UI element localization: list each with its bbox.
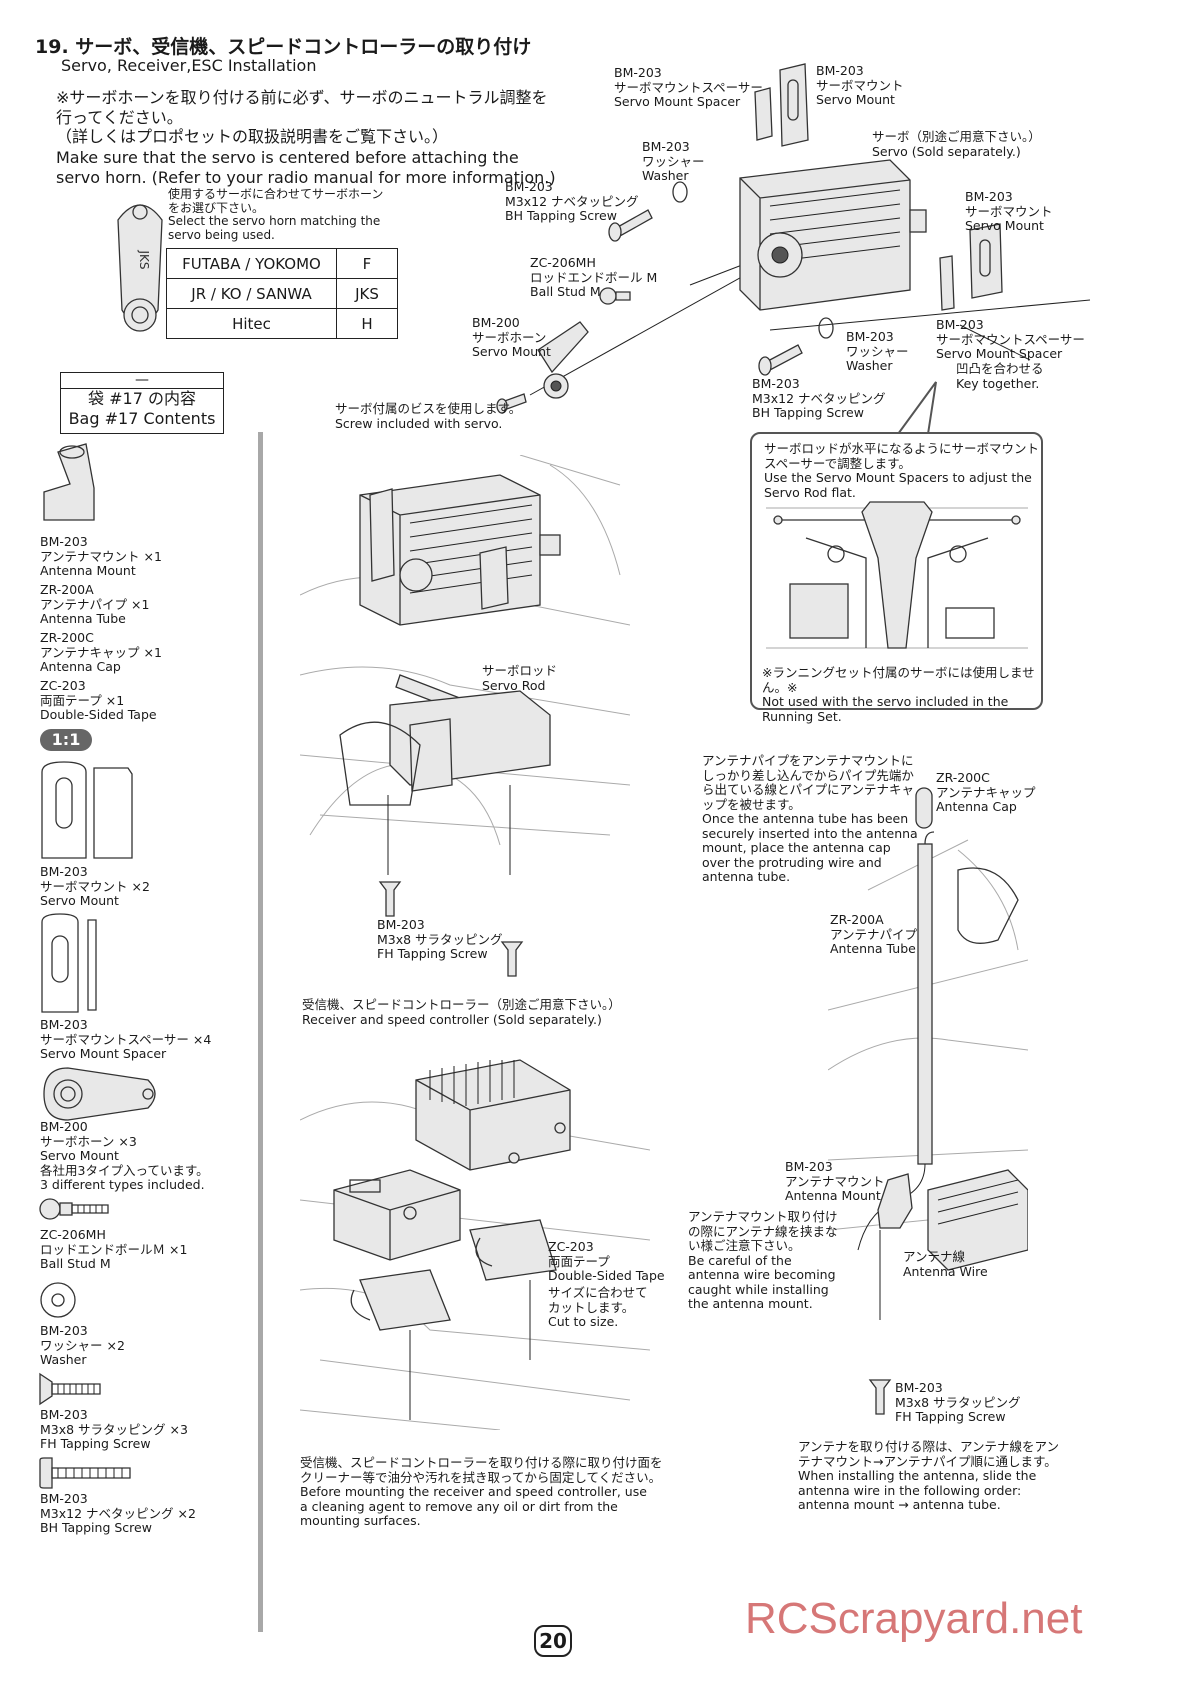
antenna-instruction: アンテナパイプをアンテナマウントに しっかり差し込んでからパイプ先端か ら出てい… (702, 753, 918, 884)
key-together-label: 凹凸を合わせる Key together. (956, 361, 1044, 391)
bag-part-label: BM-203 M3x12 ナベタッピング ×2 BH Tapping Screw (40, 1491, 196, 1535)
chassis-servo-diagram (300, 455, 630, 875)
bag-part-label: ZC-206MH ロッドエンドボールＭ ×1 Ball Stud M (40, 1227, 188, 1271)
watermark: RCScrapyard.net (745, 1594, 1083, 1643)
horn-select-text: 使用するサーボに合わせてサーボホーン をお選び下さい。 Select the s… (168, 187, 384, 242)
bag-dash: — (61, 373, 223, 389)
horn-type: JKS (336, 278, 398, 309)
page-number: 20 (534, 1625, 572, 1657)
bag-part-label: BM-203 サーボマウント ×2 Servo Mount (40, 864, 150, 908)
section-subtitle: Servo, Receiver,ESC Installation (61, 56, 317, 75)
screw-bottom-label: BM-203 M3x12 ナベタッピング BH Tapping Screw (752, 376, 886, 420)
bag-part-label: BM-203 サーボマウントスペーサー ×4 Servo Mount Space… (40, 1017, 212, 1061)
scale-badge: 1:1 (40, 729, 92, 751)
servo-exploded-diagram (496, 63, 1091, 414)
washer-bottom-label: BM-203 ワッシャー Washer (846, 329, 909, 373)
horn-label: BM-200 サーボホーン Servo Mount (472, 315, 551, 359)
horn-screw-label: サーボ付属のビスを使用します。 Screw included with serv… (335, 401, 522, 431)
antenna-cap-icon (915, 787, 933, 829)
servo-horn-illustration: JKS (117, 204, 163, 332)
receiver-note: 受信機、スピードコントローラーを取り付ける際に取り付け面を クリーナー等で油分や… (300, 1455, 663, 1528)
receiver-title: 受信機、スピードコントローラー（別途ご用意下さい。） Receiver and … (302, 997, 621, 1027)
horn-brand: JR / KO / SANWA (166, 278, 337, 309)
horn-type: F (336, 248, 398, 279)
washer-top-label: BM-203 ワッシャー Washer (642, 139, 705, 183)
fh-screw-icon (500, 941, 524, 977)
antenna-wire-label: アンテナ線 Antenna Wire (903, 1249, 988, 1279)
antenna-tube-label: ZR-200A アンテナパイプ Antenna Tube (830, 912, 918, 956)
ball-stud-label: ZC-206MH ロッドエンドボール M Ball Stud M (530, 255, 658, 299)
servo-rod-callout: サーボロッドが水平になるようにサーボマウント スペーサーで調整します。 Use … (750, 432, 1043, 723)
spacer-top-label: BM-203 サーボマウントスペーサー Servo Mount Spacer (614, 65, 763, 109)
bag-part-label: BM-200 サーボホーン ×3 Servo Mount 各社用3タイプ入ってい… (40, 1119, 209, 1192)
ball-stud-part-icon (39, 1198, 109, 1220)
neutral-note-en: Make sure that the servo is centered bef… (56, 148, 556, 187)
column-divider (258, 432, 263, 1632)
bag-title-en: Bag #17 Contents (68, 409, 216, 428)
bag-part-label: BM-203 ワッシャー ×2 Washer (40, 1323, 125, 1367)
horn-type: H (336, 308, 398, 339)
receiver-esc-diagram (300, 1059, 650, 1430)
mount-right-label: BM-203 サーボマウント Servo Mount (965, 189, 1053, 233)
antenna-careful-note: アンテナマウント取り付け の際にアンテナ線を挟まな い様ご注意下さい。 Be c… (688, 1209, 838, 1311)
bag-part-label: ZR-200C アンテナキャップ ×1 Antenna Cap (40, 630, 162, 674)
bag-part-label: ZR-200A アンテナパイプ ×1 Antenna Tube (40, 582, 150, 626)
antenna-bottom-note: アンテナを取り付ける際は、アンテナ線をアン テナマウント→アンテナパイプ順に通し… (798, 1439, 1060, 1512)
neutral-note-jp: ※サーボホーンを取り付ける前に必ず、サーボのニュートラル調整を 行ってください。… (56, 88, 548, 146)
bag-part-label: BM-203 M3x8 サラタッピング ×3 FH Tapping Screw (40, 1407, 188, 1451)
horn-jks-label: JKS (137, 249, 151, 269)
fh-screw-label: BM-203 M3x8 サラタッピング FH Tapping Screw (377, 917, 503, 961)
fh-screw-part-icon (39, 1372, 101, 1406)
servo-mount-part-icon (41, 761, 133, 859)
screw-top-label: BM-203 M3x12 ナベタッピング BH Tapping Screw (505, 179, 639, 223)
tape-label: ZC-203 両面テープ Double-Sided Tape (548, 1239, 665, 1283)
bag-part-label: BM-203 アンテナマウント ×1 Antenna Mount (40, 534, 162, 578)
callout-bottom-text: ※ランニングセット付属のサーボには使用しません。※ Not used with … (762, 665, 1035, 724)
bag-title-jp: 袋 #17 の内容 (88, 389, 196, 408)
mount-top-label: BM-203 サーボマウント Servo Mount (816, 63, 904, 107)
bag-part-label: ZC-203 両面テープ ×1 Double-Sided Tape (40, 678, 157, 722)
bh-screw-part-icon (39, 1457, 131, 1489)
horn-brand: FUTABA / YOKOMO (166, 248, 337, 279)
servo-mount-spacer-part-icon (41, 913, 97, 1013)
callout-pointer (896, 381, 937, 435)
callout-top-text: サーボロッドが水平になるようにサーボマウント スペーサーで調整します。 Use … (764, 441, 1040, 500)
cut-label: サイズに合わせて カットします。 Cut to size. (548, 1285, 648, 1329)
antenna-screw-label: BM-203 M3x8 サラタッピング FH Tapping Screw (895, 1380, 1021, 1424)
antenna-chassis-diagram (828, 831, 1028, 1320)
callout-chassis-illustration (766, 501, 1028, 649)
spacer-right-label: BM-203 サーボマウントスペーサー Servo Mount Spacer (936, 317, 1085, 361)
antenna-cap-label: ZR-200C アンテナキャップ Antenna Cap (936, 770, 1036, 814)
servo-label: サーボ（別途ご用意下さい。） Servo (Sold separately.) (872, 129, 1041, 159)
horn-brand: Hitec (166, 308, 337, 339)
antenna-mount-part-icon (43, 443, 95, 521)
servo-rod-label: サーボロッド Servo Rod (482, 663, 558, 693)
section-title: 19. サーボ、受信機、スピードコントローラーの取り付け (35, 36, 532, 58)
servo-horn-part-icon (43, 1067, 156, 1121)
antenna-mount-label: BM-203 アンテナマウント Antenna Mount (785, 1159, 885, 1203)
washer-part-icon (40, 1282, 76, 1318)
fh-screw-icon (378, 881, 402, 917)
fh-screw-icon (868, 1379, 892, 1415)
bag-contents-box: — 袋 #17 の内容 Bag #17 Contents (60, 372, 224, 434)
